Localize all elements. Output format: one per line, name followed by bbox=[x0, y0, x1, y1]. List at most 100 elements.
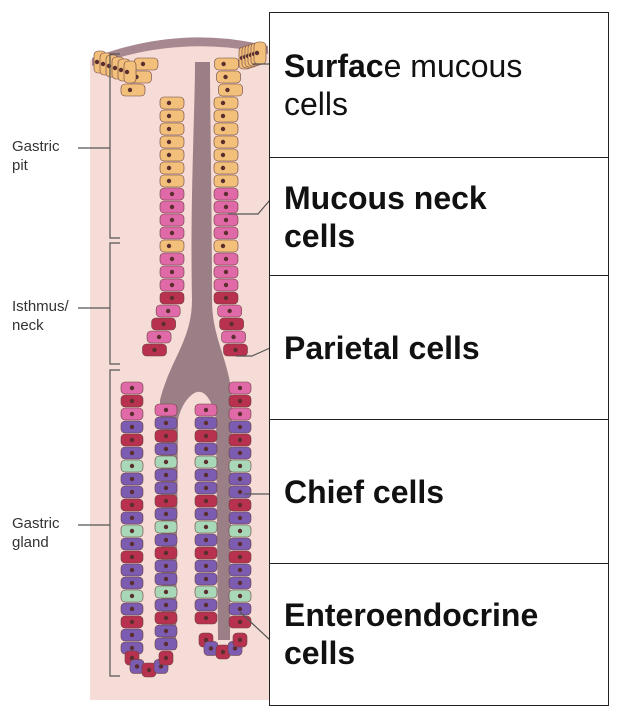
region-label-gastric-pit: Gastric pit bbox=[12, 137, 60, 175]
parietal-cell bbox=[120, 550, 144, 564]
surface-mucous-cell-nucleus bbox=[166, 152, 172, 158]
parietal-cell-nucleus bbox=[163, 550, 169, 556]
mucous-neck-cell bbox=[213, 265, 239, 279]
surface-mucous-cell-nucleus bbox=[100, 61, 106, 67]
chief-cell bbox=[228, 511, 252, 525]
mucous-neck-cell bbox=[159, 265, 185, 279]
chief-cell bbox=[228, 576, 252, 590]
mucous-neck-cell bbox=[213, 200, 239, 214]
region-label-isthmus-neck: Isthmus/ neck bbox=[12, 297, 69, 335]
chief-cell-nucleus bbox=[203, 511, 209, 517]
chief-cell-nucleus bbox=[163, 420, 169, 426]
surface-mucous-cell-nucleus bbox=[220, 113, 226, 119]
surface-mucous-cell-body bbox=[213, 122, 239, 136]
chief-cell bbox=[120, 420, 144, 434]
surface-mucous-cell bbox=[213, 96, 239, 110]
enteroendocrine-cell-nucleus bbox=[203, 589, 209, 595]
chief-cell-nucleus bbox=[237, 450, 243, 456]
chief-cell-nucleus bbox=[129, 476, 135, 482]
parietal-cell-nucleus bbox=[129, 619, 135, 625]
parietal-cell bbox=[120, 498, 144, 512]
chief-cell bbox=[120, 602, 144, 616]
mucous-neck-cell bbox=[213, 226, 239, 240]
chief-cell bbox=[228, 537, 252, 551]
surface-mucous-cell-nucleus bbox=[166, 113, 172, 119]
label-text-bold: Surfac bbox=[284, 48, 384, 84]
mucous-neck-cell-nucleus bbox=[237, 385, 243, 391]
enteroendocrine-cell bbox=[120, 459, 144, 473]
enteroendocrine-cell bbox=[194, 455, 218, 469]
chief-cell-nucleus bbox=[163, 641, 169, 647]
region-label-line: Gastric bbox=[12, 515, 60, 532]
surface-mucous-cell-nucleus bbox=[124, 69, 130, 75]
surface-mucous-cell-nucleus bbox=[166, 165, 172, 171]
parietal-cell-nucleus bbox=[223, 295, 229, 301]
region-label-line: gland bbox=[12, 534, 49, 551]
chief-cell-nucleus bbox=[163, 602, 169, 608]
surface-mucous-cell-body bbox=[218, 83, 243, 97]
surface-mucous-cell bbox=[133, 57, 159, 71]
surface-mucous-cell-body bbox=[159, 135, 185, 149]
parietal-cell-nucleus bbox=[203, 615, 209, 621]
leader-lines bbox=[228, 63, 271, 641]
region-label-line: pit bbox=[12, 157, 28, 174]
label-text-line2: cells bbox=[284, 86, 349, 122]
mucous-neck-cell bbox=[228, 381, 252, 395]
chief-cell-nucleus bbox=[203, 446, 209, 452]
label-text-line1: Chief cells bbox=[284, 473, 445, 510]
surface-mucous-cell-nucleus bbox=[220, 165, 226, 171]
surface-mucous-cell-nucleus bbox=[112, 65, 118, 71]
surface-mucous-cell-nucleus bbox=[166, 100, 172, 106]
mucous-neck-cell-nucleus bbox=[223, 256, 229, 262]
chief-cell-nucleus bbox=[237, 567, 243, 573]
parietal-cell bbox=[194, 546, 218, 560]
enteroendocrine-cell bbox=[228, 459, 252, 473]
enteroendocrine-cell-nucleus bbox=[129, 528, 135, 534]
chief-cell bbox=[120, 628, 144, 642]
parietal-cell bbox=[120, 433, 144, 447]
chief-cell-nucleus bbox=[237, 489, 243, 495]
mucous-neck-cell-nucleus bbox=[165, 308, 171, 314]
parietal-cell bbox=[228, 498, 252, 512]
parietal-cell-nucleus bbox=[129, 437, 135, 443]
region-label-gastric-gland: Gastric gland bbox=[12, 514, 60, 552]
mucous-neck-cell-nucleus bbox=[169, 282, 175, 288]
surface-mucous-cell-nucleus bbox=[220, 139, 226, 145]
surface-mucous-cell-body bbox=[159, 174, 185, 188]
label-text-line2: cells bbox=[284, 217, 356, 254]
parietal-cell-nucleus bbox=[229, 321, 234, 327]
mucous-neck-cell-nucleus bbox=[223, 269, 229, 275]
mucous-neck-cell-nucleus bbox=[163, 407, 169, 413]
surface-mucous-cell bbox=[214, 57, 239, 71]
parietal-cell-nucleus bbox=[220, 649, 226, 655]
chief-cell bbox=[194, 559, 218, 573]
mucous-neck-cell bbox=[228, 407, 252, 421]
mucous-neck-cell bbox=[146, 330, 172, 344]
surface-mucous-cell bbox=[159, 109, 185, 123]
chief-cell-nucleus bbox=[208, 646, 214, 651]
chief-cell-nucleus bbox=[163, 511, 169, 517]
chief-cell bbox=[228, 446, 252, 460]
surface-mucous-cell bbox=[123, 60, 137, 84]
mucous-neck-cell-nucleus bbox=[223, 217, 229, 223]
surface-mucous-cell-nucleus bbox=[220, 100, 226, 106]
chief-cell bbox=[228, 472, 252, 486]
parietal-cell bbox=[151, 317, 176, 331]
chief-cell bbox=[154, 572, 178, 586]
chief-cell-nucleus bbox=[129, 541, 135, 547]
mucous-neck-cell-nucleus bbox=[223, 191, 229, 197]
surface-mucous-cell-nucleus bbox=[220, 178, 226, 184]
chief-cell-nucleus bbox=[129, 424, 135, 430]
surface-mucous-cell-nucleus bbox=[127, 87, 133, 93]
enteroendocrine-cell bbox=[120, 524, 144, 538]
surface-mucous-cell-nucleus bbox=[220, 243, 226, 249]
leader-parietal bbox=[236, 347, 271, 357]
parietal-cell-nucleus bbox=[129, 502, 135, 508]
label-mucous-neck-cells: Mucous neck cells bbox=[270, 158, 608, 276]
parietal-cell-nucleus bbox=[129, 398, 135, 404]
bracket-isthmus-neck bbox=[78, 242, 120, 365]
parietal-cell bbox=[228, 615, 252, 629]
chief-cell-nucleus bbox=[163, 472, 169, 478]
mucous-neck-cell-nucleus bbox=[169, 204, 175, 210]
chief-cell bbox=[154, 559, 178, 573]
